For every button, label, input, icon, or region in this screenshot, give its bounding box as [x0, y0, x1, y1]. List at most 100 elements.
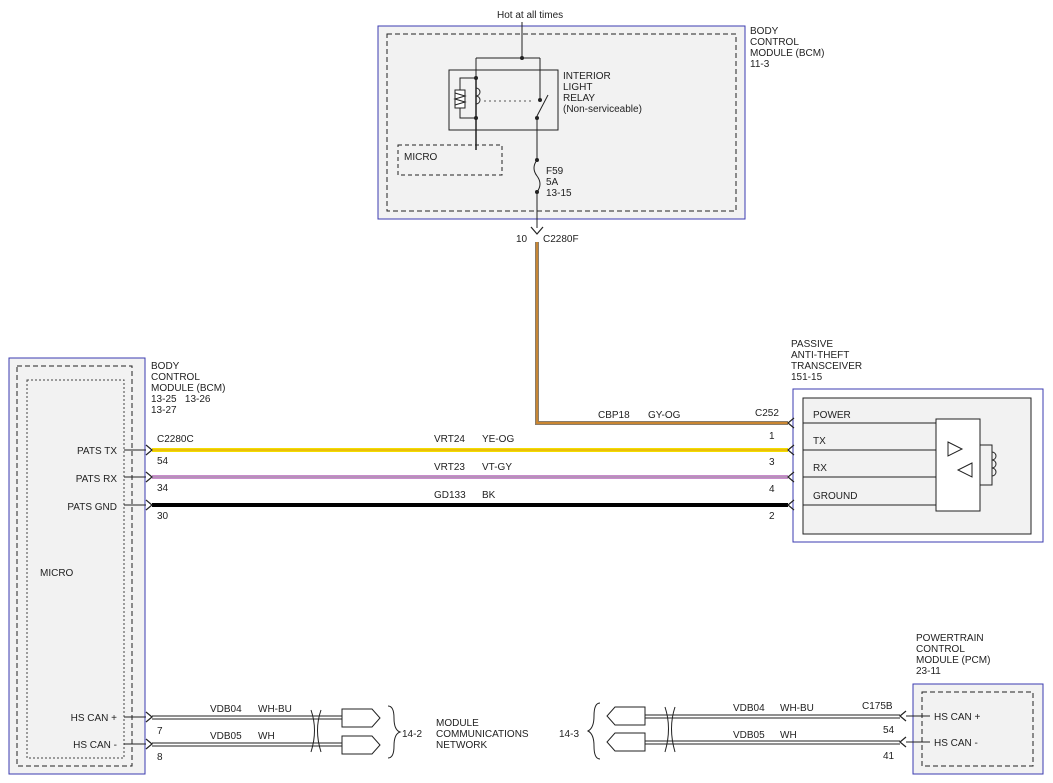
pats-pin-1-num: 1: [769, 431, 775, 442]
relay-node-a: [474, 76, 478, 80]
pin-hs-can-plus-label: HS CAN +: [71, 713, 118, 724]
left-bcm-outline: [8, 357, 146, 775]
top-micro-box: [397, 144, 503, 176]
pats-pin-rx-label: RX: [813, 463, 827, 474]
wire-cbp18: [535, 242, 788, 425]
wire-cbp18-stripe: [536, 242, 788, 424]
can-right-wire2-circuit: VDB05: [733, 730, 765, 741]
pcm-inner-dashed: [921, 691, 1034, 767]
left-bcm-title-5: 13-27: [151, 405, 177, 416]
rx-amplifier-icon: [956, 462, 973, 478]
c2280c-pin34-icon: [145, 471, 153, 483]
can-right-minus-flag-icon: [606, 732, 646, 752]
wire-cbp18-circuit: CBP18: [598, 410, 630, 421]
pats-title-2: ANTI-THEFT: [791, 350, 849, 361]
left-bcm-inner-dashed: [16, 365, 133, 767]
pin-34-num: 34: [157, 483, 169, 494]
top-micro-label: MICRO: [404, 152, 438, 163]
top-bcm-outline: [377, 25, 746, 220]
can-left: VDB04 WH-BU VDB05 WH 14-2: [124, 704, 422, 759]
pats-pin-power-label: POWER: [813, 410, 851, 421]
can-left-wire2-circuit: VDB05: [210, 731, 242, 742]
relay-coil-icon: [475, 87, 481, 105]
wire-vrt23-circuit: VRT23: [434, 462, 465, 473]
c175b-pin41-icon: [899, 736, 907, 748]
can-left-ref: 14-2: [402, 729, 422, 740]
left-micro-box: [26, 379, 125, 759]
c2280f-connector-icon: [530, 226, 544, 235]
pin-hs-can-minus-label: HS CAN -: [73, 740, 117, 751]
can-right-plus-flag-icon: [606, 706, 646, 726]
relay-contact-node: [538, 98, 542, 102]
can-right-wire2-color: WH: [780, 730, 797, 741]
pcm-outline: [912, 683, 1044, 775]
pin-30-num: 30: [157, 511, 169, 522]
c175b-pin54-icon: [899, 710, 907, 722]
hot-at-all-times-label: Hot at all times: [497, 10, 563, 21]
can-left-wire2-color: WH: [258, 731, 275, 742]
pats-pin-3-num: 3: [769, 457, 775, 468]
pin-8-num: 8: [157, 752, 163, 763]
pin-54-num: 54: [157, 456, 169, 467]
relay-node-b: [474, 116, 478, 120]
fuse-label-3: 13-15: [546, 188, 572, 199]
tx-amplifier-icon: [947, 441, 964, 457]
pin-pats-rx-label: PATS RX: [76, 474, 118, 485]
pats-inner: [802, 397, 1032, 535]
pcm-pin-54-num: 54: [883, 725, 895, 736]
c252-pin4-icon: [787, 471, 795, 483]
network-label-1: MODULE: [436, 718, 479, 729]
left-micro-label: MICRO: [40, 568, 74, 579]
pats-pin-tx-label: TX: [813, 436, 826, 447]
wire-gd133-circuit: GD133: [434, 490, 466, 501]
can-left-wire1-color: WH-BU: [258, 704, 292, 715]
pcm-pin-hs-can-plus-label: HS CAN +: [934, 712, 981, 723]
c252-pin1-icon: [787, 417, 795, 429]
c175b-label: C175B: [862, 701, 893, 712]
c2280f-label: C2280F: [543, 234, 579, 245]
top-bcm-title-3: MODULE (BCM): [750, 48, 824, 59]
relay-label-1: INTERIOR: [563, 71, 611, 82]
top-bcm-title-2: CONTROL: [750, 37, 799, 48]
pcm-module: POWERTRAIN CONTROL MODULE (PCM) 23-11 HS…: [906, 633, 1044, 775]
network-label-3: NETWORK: [436, 740, 487, 751]
top-bcm-inner-dashed: [386, 33, 737, 212]
relay-label-2: LIGHT: [563, 82, 592, 93]
pcm-pin-41-num: 41: [883, 751, 895, 762]
c2280c-pin30-icon: [145, 499, 153, 511]
pcm-title-1: POWERTRAIN: [916, 633, 984, 644]
wire-vrt24-circuit: VRT24: [434, 434, 465, 445]
can-right-wire1-color: WH-BU: [780, 703, 814, 714]
can-right: 14-3 VDB04 WH-BU VDB05 WH C175B 54 41: [559, 701, 907, 762]
c2280c-pin8-icon: [145, 738, 153, 750]
left-bcm-title-3: MODULE (BCM): [151, 383, 225, 394]
resistor-zigzag-icon: [453, 92, 467, 106]
can-right-wire1-circuit: VDB04: [733, 703, 765, 714]
antenna-coil-icon: [991, 451, 997, 477]
pin-pats-tx-label: PATS TX: [77, 446, 117, 457]
c2280f-pin: 10: [516, 234, 528, 245]
pin-7-num: 7: [157, 726, 163, 737]
c2280c-pin54-icon: [145, 444, 153, 456]
pats-pin-4-num: 4: [769, 484, 775, 495]
top-bcm-title-4: 11-3: [750, 59, 770, 70]
pats-pin-2-num: 2: [769, 511, 775, 522]
can-right-ref: 14-3: [559, 729, 579, 740]
can-right-brace-icon: [586, 702, 601, 760]
left-bcm-title-1: BODY: [151, 361, 180, 372]
can-right-twist-icon: [664, 706, 676, 753]
relay-label-3: RELAY: [563, 93, 595, 104]
left-bcm-title-2: CONTROL: [151, 372, 200, 383]
fuse-label-2: 5A: [546, 177, 559, 188]
c2280c-pin7-icon: [145, 711, 153, 723]
pats-pin-ground-label: GROUND: [813, 491, 857, 502]
wire-vrt24-color: YE-OG: [482, 434, 514, 445]
pcm-pin-hs-can-minus-label: HS CAN -: [934, 738, 978, 749]
left-bcm-module: MICRO BODY CONTROL MODULE (BCM) 13-25 13…: [8, 357, 225, 775]
wire-gd133-color: BK: [482, 490, 496, 501]
pin-pats-gnd-label: PATS GND: [67, 502, 117, 513]
top-bcm-module: BODY CONTROL MODULE (BCM) 11-3 Hot at al…: [377, 10, 824, 228]
c252-pin2-icon: [787, 499, 795, 511]
pats-title-4: 151-15: [791, 372, 823, 383]
